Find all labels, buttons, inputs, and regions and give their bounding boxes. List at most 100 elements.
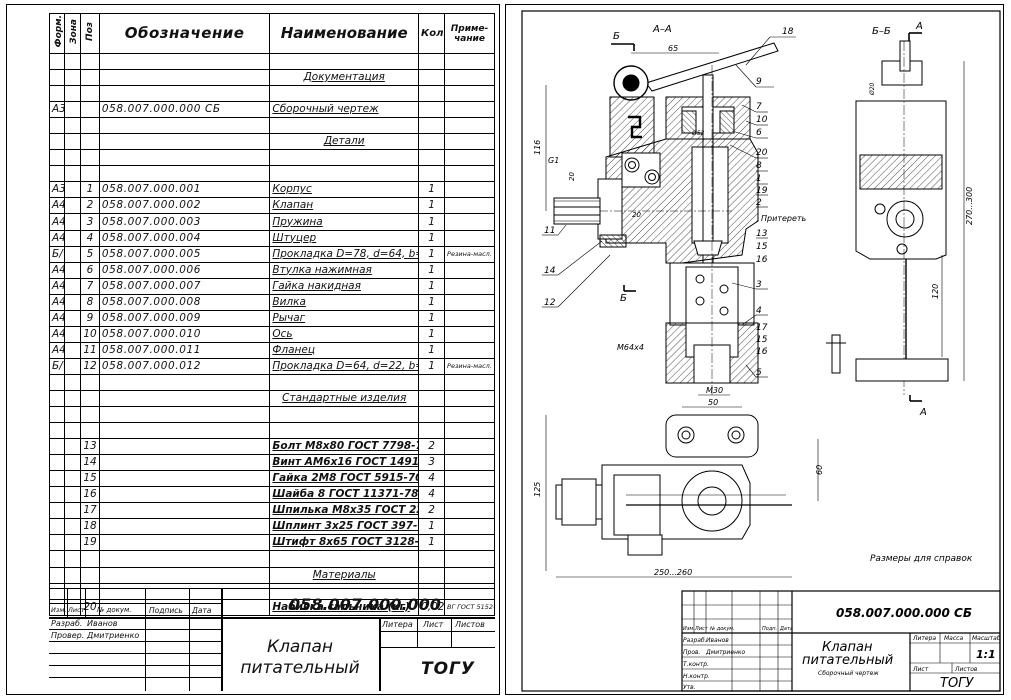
svg-text:20: 20: [632, 211, 641, 219]
spec-name-cell: Вилка: [269, 293, 420, 311]
spec-note-cell: [444, 69, 495, 87]
spec-pos-cell: [80, 101, 100, 119]
svg-text:116: 116: [533, 140, 542, 155]
spec-qty-cell: [418, 550, 446, 568]
spec-format-cell: Б/Ч: [49, 245, 65, 263]
spec-zone-cell: [63, 518, 82, 536]
spec-zone-cell: [63, 406, 82, 424]
svg-text:Разраб.: Разраб.: [683, 637, 707, 644]
spec-zone-cell: [63, 277, 82, 295]
svg-text:Ø20: Ø20: [869, 82, 876, 96]
tb-sheet: Лист: [423, 620, 444, 629]
spec-designation-cell: 058.007.000.003: [98, 213, 271, 231]
spec-note-cell: [444, 309, 495, 327]
spec-pos-cell: 10: [80, 325, 100, 343]
svg-text:М64х4: М64х4: [617, 343, 644, 352]
spec-note-cell: ВГ ГОСТ 5152-84: [444, 598, 495, 616]
svg-text:Н.контр.: Н.контр.: [683, 673, 710, 680]
svg-text:Литера: Литера: [912, 635, 936, 642]
assembly-drawing-sheet: А–А Б 65: [505, 4, 1004, 695]
spec-qty-cell: 4: [418, 470, 446, 488]
svg-text:8: 8: [756, 161, 762, 171]
spec-designation-cell: 058.007.000.000 СБ: [98, 101, 271, 119]
spec-qty-cell: 4: [418, 486, 446, 504]
spec-zone-cell: [63, 341, 82, 359]
spec-qty-cell: 1: [418, 261, 446, 279]
svg-text:ТОГУ: ТОГУ: [940, 676, 974, 691]
spec-name-cell: [269, 422, 420, 440]
tb-dev-role: Разраб.: [51, 619, 83, 628]
spec-zone-cell: [63, 293, 82, 311]
spec-pos-cell: 15: [80, 470, 100, 488]
spec-format-cell: [49, 52, 65, 71]
spec-zone-cell: [63, 69, 82, 87]
spec-zone-cell: [63, 261, 82, 279]
spec-pos-cell: [80, 406, 100, 424]
spec-qty-cell: 1: [418, 309, 446, 327]
svg-text:20: 20: [756, 148, 768, 158]
spec-note-cell: [444, 229, 495, 247]
spec-note-cell: [444, 293, 495, 311]
svg-text:2: 2: [756, 198, 762, 208]
svg-text:М30: М30: [706, 386, 723, 395]
spec-name-cell: Рычаг: [269, 309, 420, 327]
spec-format-cell: А4: [49, 197, 65, 215]
svg-text:Ø52: Ø52: [691, 130, 705, 137]
svg-text:125: 125: [533, 482, 542, 497]
spec-qty-cell: 1: [418, 293, 446, 311]
spec-format-cell: [49, 486, 65, 504]
spec-designation-cell: [98, 133, 271, 151]
spec-pos-cell: [80, 117, 100, 135]
spec-row: [49, 406, 495, 424]
spec-row: Детали: [49, 133, 495, 151]
drawing-title-block: 058.007.000.000 СБ Клапан питательный Сб…: [681, 590, 1001, 692]
spec-format-cell: [49, 470, 65, 488]
svg-text:17: 17: [756, 323, 768, 333]
spec-format-cell: [49, 406, 65, 424]
spec-zone-cell: [63, 181, 82, 199]
svg-text:12: 12: [544, 298, 556, 308]
svg-text:4: 4: [756, 306, 762, 316]
spec-header-row: Форм. Зона Поз Обозначение Наименование …: [49, 13, 495, 54]
svg-text:5: 5: [756, 368, 762, 378]
spec-format-cell: А4: [49, 293, 65, 311]
spec-name-cell: Шплинт 3х25 ГОСТ 397-79: [269, 518, 420, 536]
spec-pos-cell: 16: [80, 486, 100, 504]
spec-zone-cell: [63, 373, 82, 391]
spec-format-cell: А4: [49, 229, 65, 247]
spec-note-cell: [444, 373, 495, 391]
spec-format-cell: [49, 534, 65, 552]
section-b-b-view: Б–Б А Ø20 270...300 120 А: [826, 21, 974, 418]
svg-text:1:1: 1:1: [976, 648, 996, 661]
spec-format-cell: А4: [49, 277, 65, 295]
svg-text:G1: G1: [548, 156, 559, 165]
spec-pos-cell: 12: [80, 357, 100, 375]
svg-text:16: 16: [756, 255, 768, 265]
spec-qty-cell: 1: [418, 277, 446, 295]
spec-note-cell: [444, 550, 495, 568]
spec-name-cell: Штуцер: [269, 229, 420, 247]
spec-title-block: Изм. Лист № докум. Подпись Дата Разраб. …: [49, 588, 495, 691]
spec-name-cell: Набивка сальника (кг): [269, 598, 420, 616]
spec-zone-cell: [63, 438, 82, 456]
spec-zone-cell: [63, 213, 82, 231]
spec-pos-cell: 4: [80, 229, 100, 247]
spec-designation-cell: 058.007.000.001: [98, 181, 271, 199]
spec-qty-cell: [418, 165, 446, 183]
spec-designation-cell: 058.007.000.004: [98, 229, 271, 247]
spec-pos-cell: 5: [80, 245, 100, 263]
spec-name-cell: [269, 373, 420, 391]
spec-note-cell: [444, 165, 495, 183]
spec-zone-cell: [63, 566, 82, 584]
spec-name-cell: Гайка накидная: [269, 277, 420, 295]
spec-zone-cell: [63, 229, 82, 247]
svg-text:3: 3: [756, 280, 762, 290]
